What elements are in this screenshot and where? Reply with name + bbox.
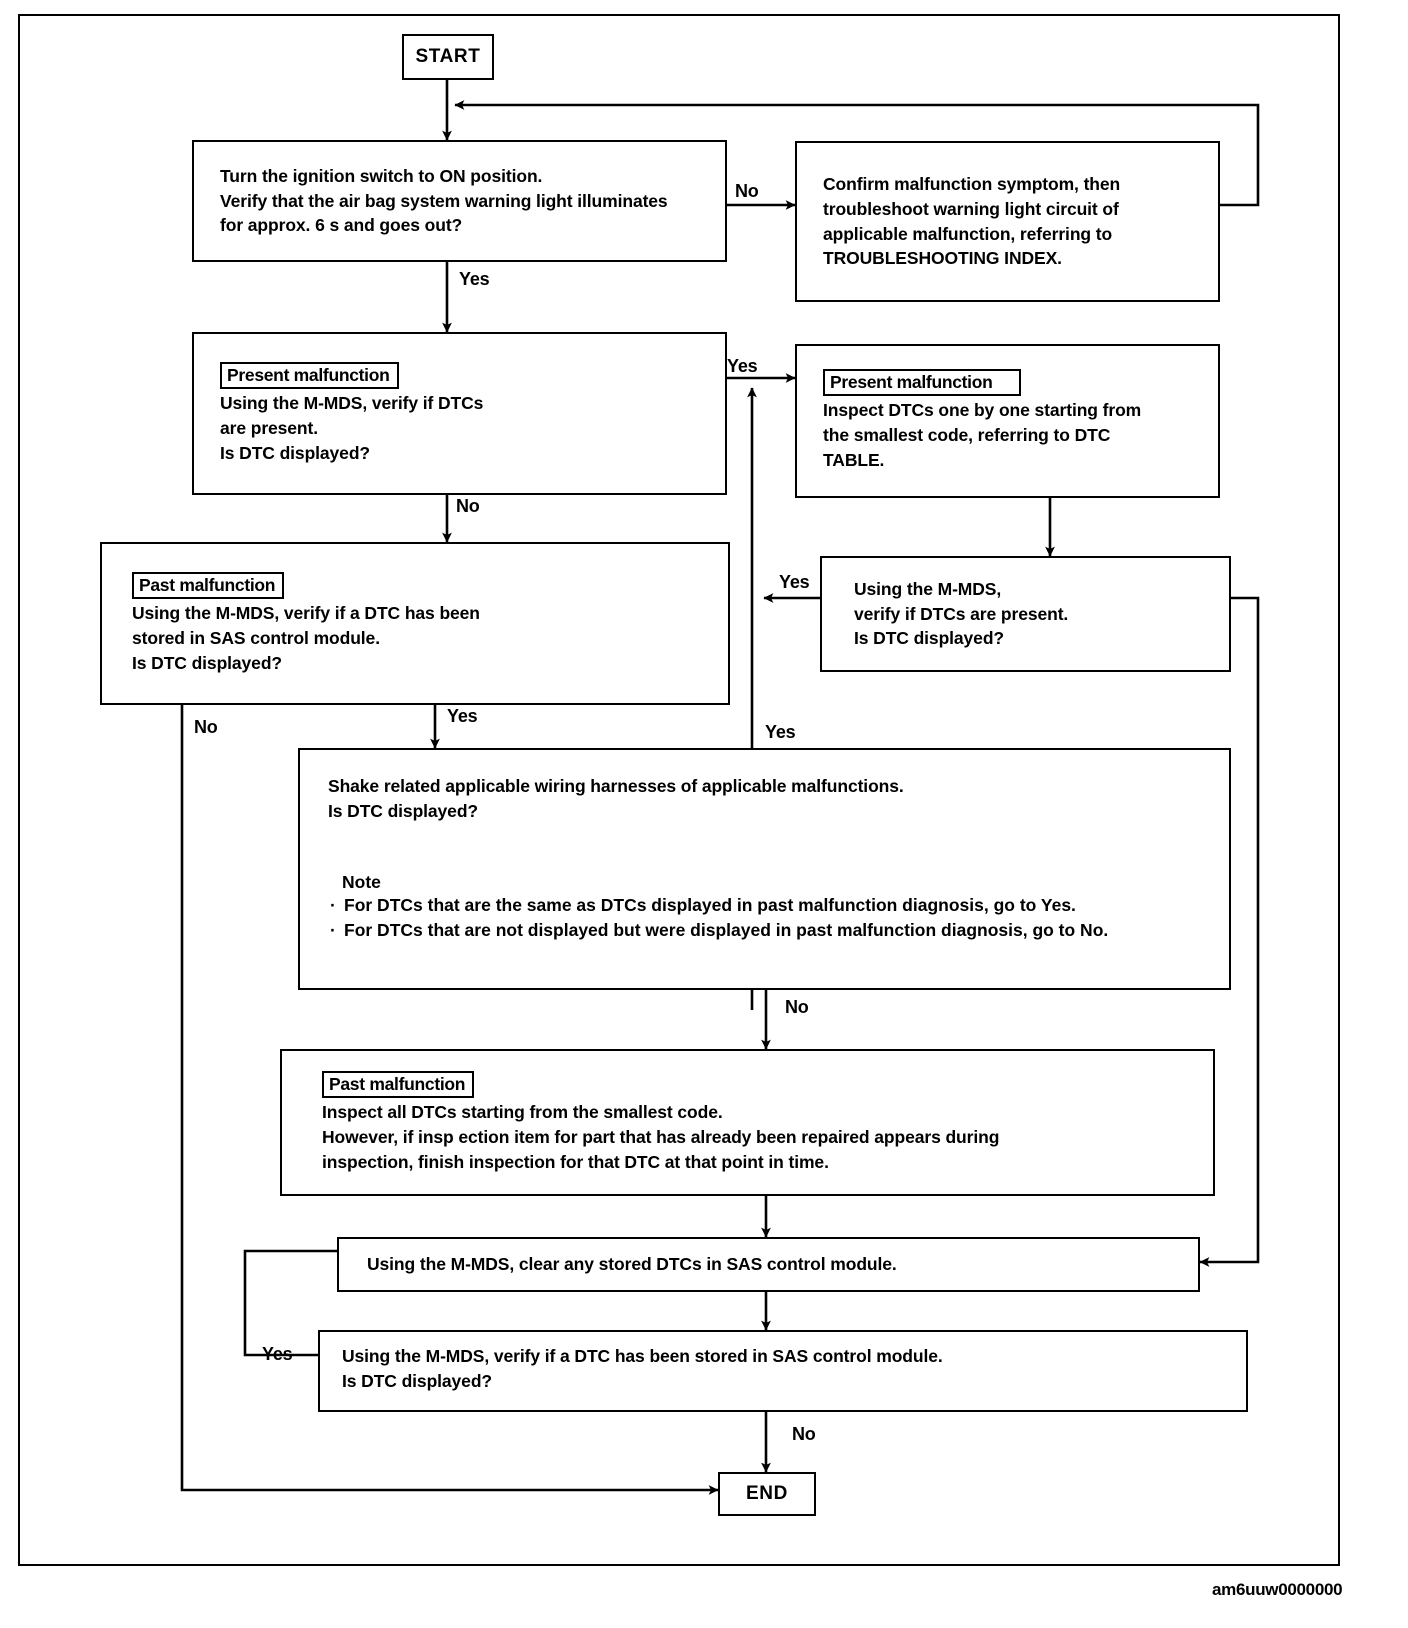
recheck-line-3: Is DTC displayed? — [854, 628, 1004, 649]
label-recheck-yes: Yes — [779, 572, 810, 592]
node-shake[interactable]: Shake related applicable wiring harnesse… — [298, 748, 1231, 990]
shake-line-1: Shake related applicable wiring harnesse… — [328, 776, 904, 796]
recheck-line-2: verify if DTCs are present. — [854, 603, 1069, 624]
edge-past-no — [180, 705, 719, 1495]
label-final-yes: Yes — [262, 1344, 293, 1364]
node-confirm-malfunction[interactable]: Confirm malfunction symptom, then troubl… — [795, 141, 1220, 302]
node-mmds-recheck[interactable]: Using the M-MDS, verify if DTCs are pres… — [820, 556, 1231, 672]
past-verify-tag: Past malfunction — [132, 571, 285, 599]
note-bullet-icon: · — [330, 919, 336, 940]
label-shake-no: No — [785, 997, 809, 1017]
present-inspect-line-2: the smallest code, referring to DTC — [823, 425, 1111, 446]
present-verify-line-1: Using the M-MDS, verify if DTCs — [220, 392, 484, 413]
ignition-line-2: Verify that the air bag system warning l… — [220, 190, 668, 211]
recheck-line-1: Using the M-MDS, — [854, 578, 1002, 599]
node-ignition[interactable]: Turn the ignition switch to ON position.… — [192, 140, 727, 262]
label-present-no: No — [456, 496, 480, 516]
edge-recheck-no — [1199, 596, 1260, 1267]
shake-note-title: Note — [342, 871, 381, 892]
label-ignition-no: No — [735, 181, 759, 201]
node-end[interactable]: END — [718, 1472, 816, 1516]
node-start[interactable]: START — [402, 34, 494, 80]
label-shake-yes: Yes — [765, 722, 796, 742]
confirm-line-3: applicable malfunction, referring to — [823, 223, 1113, 244]
node-final-verify[interactable]: Using the M-MDS, verify if a DTC has bee… — [318, 1330, 1248, 1412]
start-label: START — [415, 46, 481, 67]
label-past-no: No — [194, 717, 218, 737]
label-final-no: No — [792, 1424, 816, 1444]
note-bullet-icon: · — [330, 894, 336, 915]
present-inspect-line-1: Inspect DTCs one by one starting from — [823, 400, 1142, 421]
node-past-inspect[interactable]: Past malfunction Inspect all DTCs starti… — [280, 1049, 1215, 1196]
node-present-verify[interactable]: Present malfunction Using the M-MDS, ver… — [192, 332, 727, 495]
page-border — [18, 14, 1340, 1566]
past-inspect-line-3: inspection, finish inspection for that D… — [322, 1151, 829, 1172]
edge-confirm-feedback — [454, 100, 1260, 207]
past-inspect-line-1: Inspect all DTCs starting from the small… — [322, 1101, 723, 1122]
document-watermark: am6uuw0000000 — [1212, 1580, 1343, 1599]
present-inspect-line-3: TABLE. — [823, 450, 885, 471]
shake-note-item-2: For DTCs that are not displayed but were… — [344, 919, 1109, 940]
past-inspect-line-2: However, if insp ection item for part th… — [322, 1126, 1000, 1147]
end-label: END — [746, 1483, 788, 1504]
present-verify-line-2: are present. — [220, 417, 319, 438]
node-present-inspect[interactable]: Present malfunction Inspect DTCs one by … — [795, 344, 1220, 498]
label-past-yes: Yes — [447, 706, 478, 726]
past-verify-line-3: Is DTC displayed? — [132, 652, 282, 673]
node-clear-dtcs[interactable]: Using the M-MDS, clear any stored DTCs i… — [337, 1237, 1200, 1292]
past-verify-line-1: Using the M-MDS, verify if a DTC has bee… — [132, 602, 480, 623]
past-verify-line-2: stored in SAS control module. — [132, 627, 380, 648]
present-inspect-tag: Present malfunction — [823, 369, 1021, 397]
node-past-verify[interactable]: Past malfunction Using the M-MDS, verify… — [100, 542, 730, 705]
confirm-line-4: TROUBLESHOOTING INDEX. — [823, 248, 1062, 269]
shake-line-2: Is DTC displayed? — [328, 800, 478, 821]
label-present-yes: Yes — [727, 356, 758, 376]
shake-note-item-1: For DTCs that are the same as DTCs displ… — [344, 894, 1076, 915]
clear-line-1: Using the M-MDS, clear any stored DTCs i… — [367, 1254, 897, 1275]
past-inspect-tag: Past malfunction — [322, 1070, 475, 1098]
confirm-line-1: Confirm malfunction symptom, then — [823, 173, 1121, 194]
label-ignition-yes: Yes — [459, 269, 490, 289]
final-verify-line-2: Is DTC displayed? — [342, 1370, 492, 1391]
ignition-line-1: Turn the ignition switch to ON position. — [220, 165, 543, 186]
present-verify-tag: Present malfunction — [220, 361, 399, 389]
final-verify-line-1: Using the M-MDS, verify if a DTC has bee… — [342, 1346, 943, 1366]
ignition-line-3: for approx. 6 s and goes out? — [220, 215, 463, 236]
confirm-line-2: troubleshoot warning light circuit of — [823, 198, 1119, 219]
present-verify-line-3: Is DTC displayed? — [220, 442, 370, 463]
